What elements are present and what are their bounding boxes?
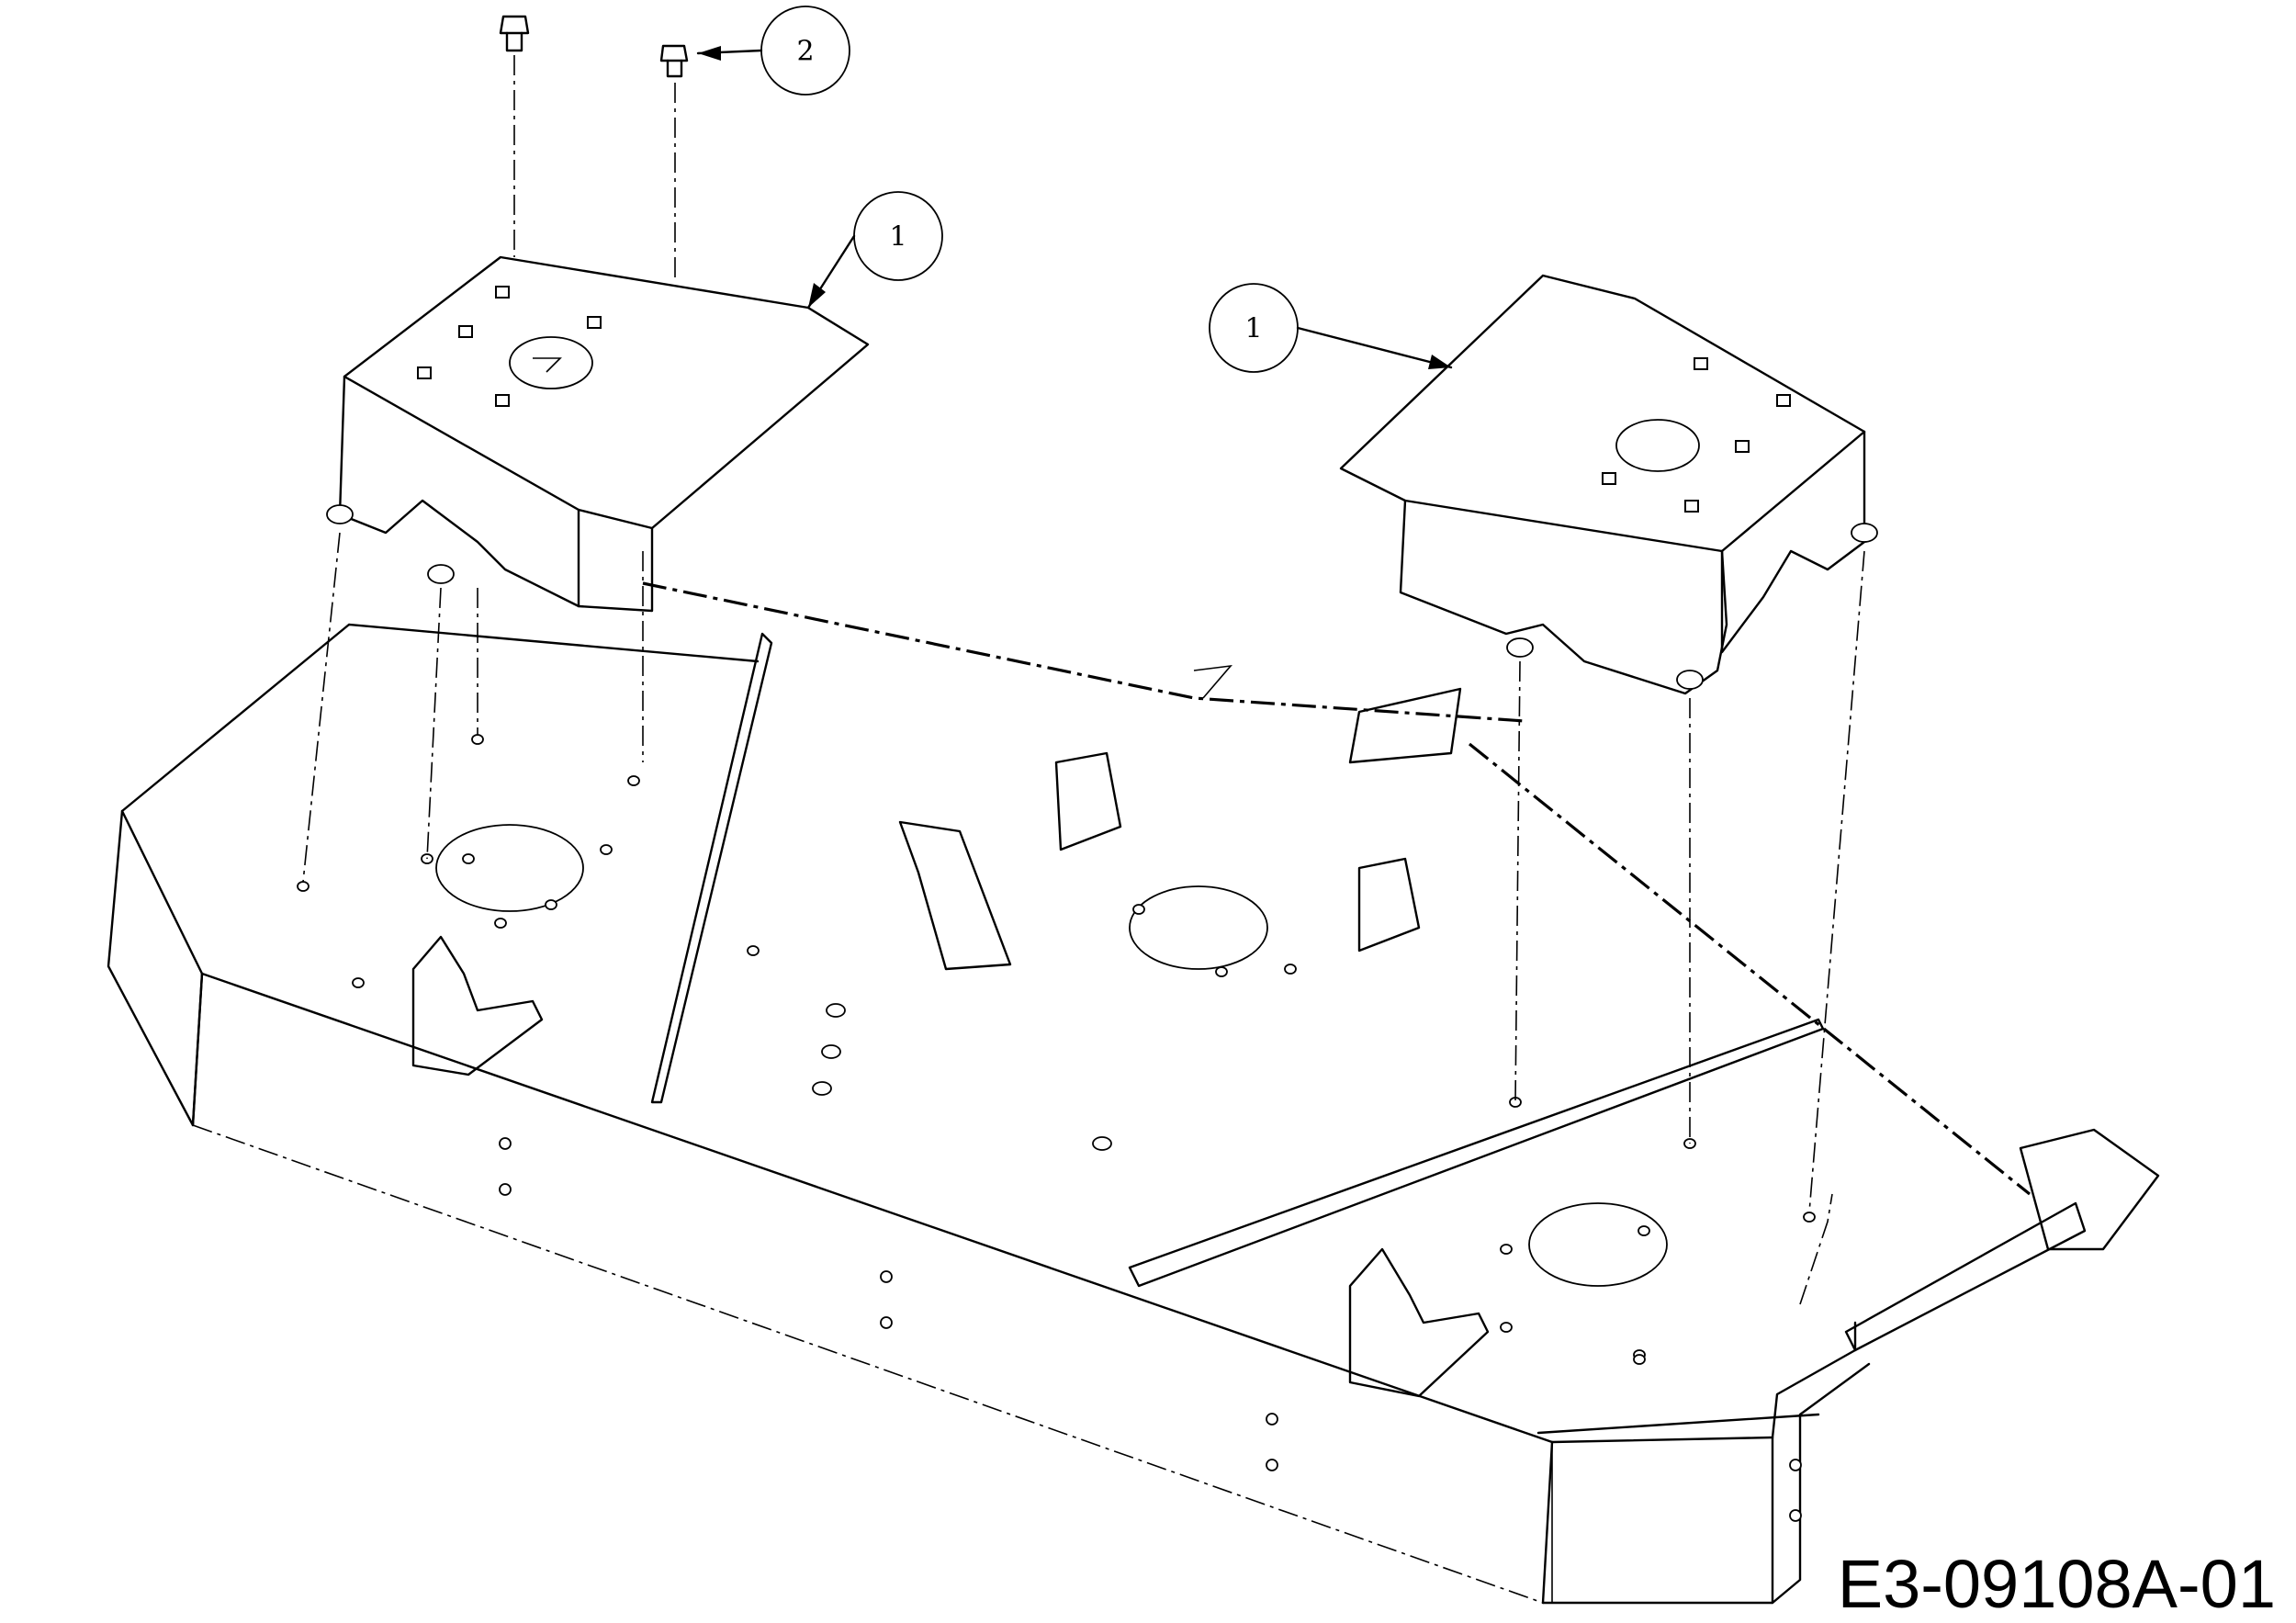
bolts	[499, 15, 689, 78]
callout-2-label: 2	[796, 36, 814, 68]
drawing-code: E3-09108A-01	[1838, 1546, 2276, 1622]
callout-1-right-label: 1	[1244, 313, 1262, 345]
deck-brackets	[411, 751, 2160, 1398]
callout-2-group: 2	[696, 6, 850, 96]
callout-1-left-group: 1	[806, 191, 943, 310]
callout-1-left-label: 1	[889, 221, 906, 254]
left-belt-cover	[326, 255, 870, 613]
callout-1-right-group: 1	[1209, 283, 1453, 373]
mower-deck	[107, 623, 1871, 1605]
right-belt-cover	[1339, 274, 1878, 695]
assembly-lines	[302, 55, 2032, 1213]
deck-baffles	[650, 632, 1825, 1288]
deck-holes	[297, 734, 1816, 1522]
